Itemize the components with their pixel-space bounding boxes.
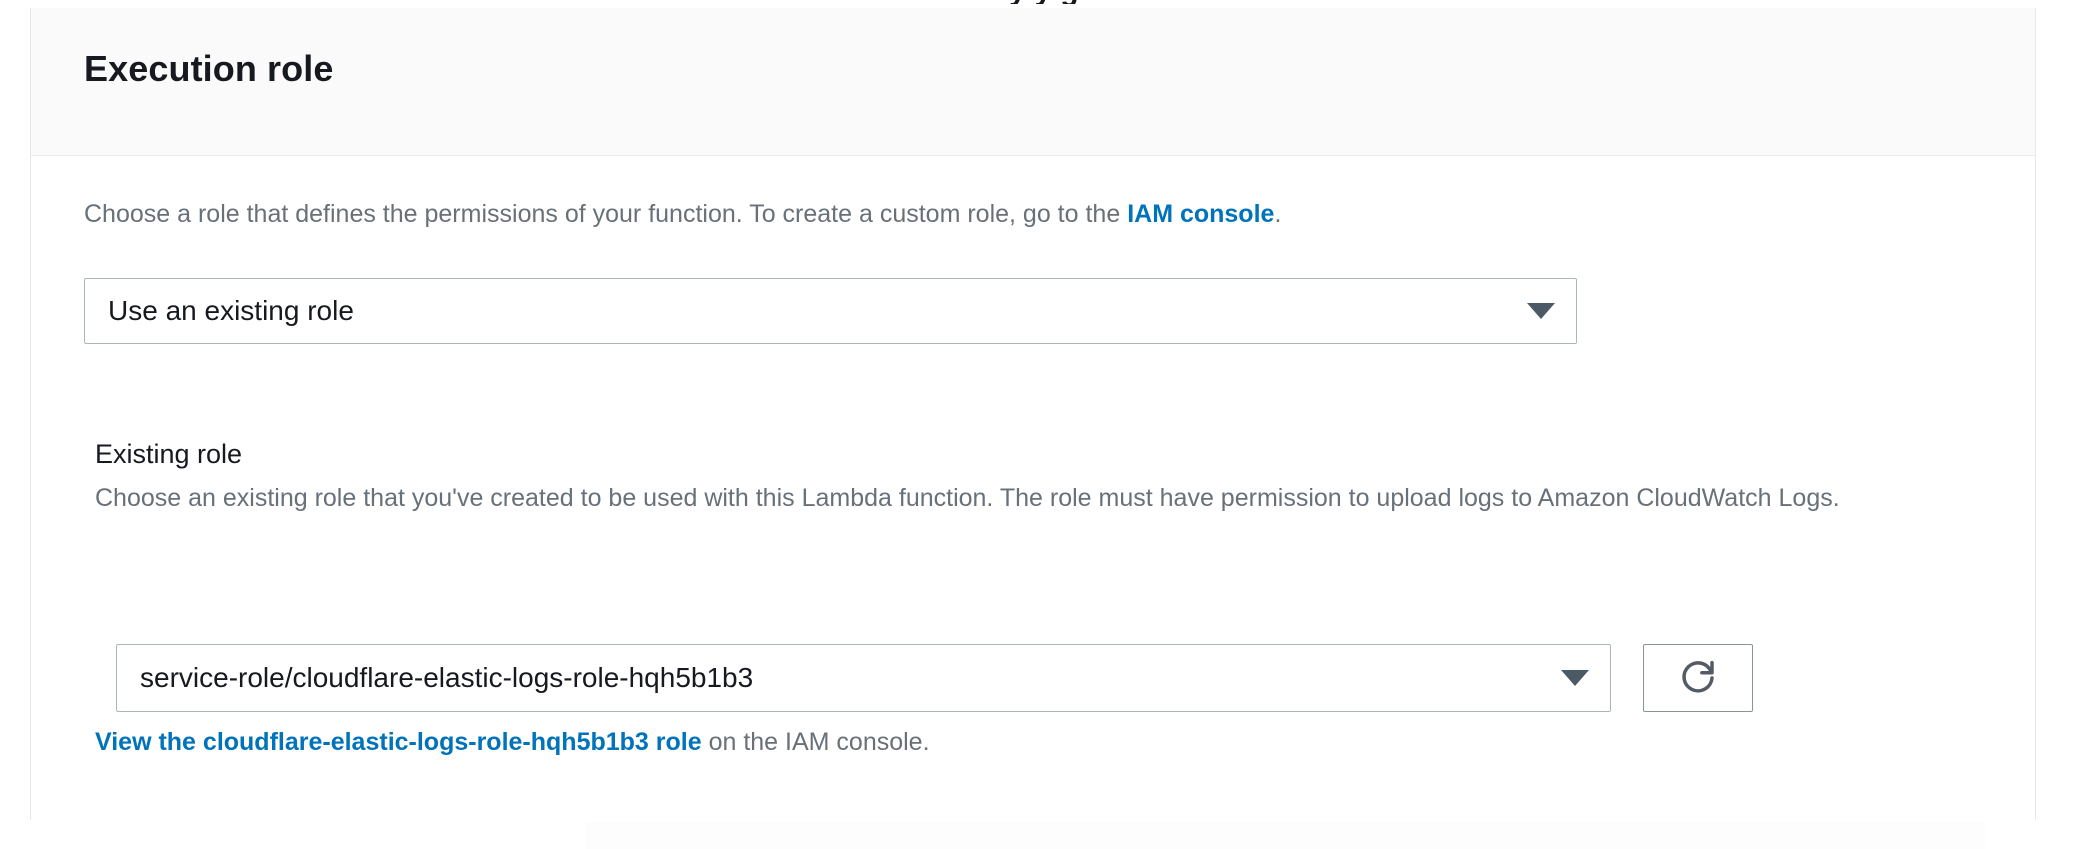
role-source-description: Choose a role that defines the permissio…: [84, 196, 1281, 232]
execution-role-card: Execution role Choose a role that define…: [30, 8, 2036, 820]
chevron-down-icon: [1540, 670, 1610, 686]
existing-role-description: Choose an existing role that you've crea…: [95, 484, 1840, 512]
role-source-description-text-after: .: [1274, 200, 1282, 228]
role-source-description-text-before: Choose a role that defines the permissio…: [84, 200, 1128, 228]
existing-role-label: Existing role: [95, 439, 243, 469]
existing-role-select-value: service-role/cloudflare-elastic-logs-rol…: [140, 662, 754, 693]
role-source-select-value: Use an existing role: [108, 295, 354, 326]
page-title: Execution role: [84, 48, 334, 89]
refresh-icon: [1677, 657, 1719, 699]
role-source-select[interactable]: Use an existing role: [84, 278, 1577, 344]
chevron-down-icon: [1506, 303, 1576, 319]
clipped-text-above-card: y y g: [0, 0, 2088, 4]
existing-role-select[interactable]: service-role/cloudflare-elastic-logs-rol…: [116, 644, 1611, 712]
card-header: Execution role: [31, 8, 2035, 156]
next-card-top-edge: [585, 822, 1985, 849]
card-body: Choose a role that defines the permissio…: [31, 156, 2035, 818]
view-role-footer-suffix: on the IAM console.: [701, 728, 930, 756]
iam-console-link[interactable]: IAM console: [1127, 200, 1275, 228]
view-role-link[interactable]: View the cloudflare-elastic-logs-role-hq…: [95, 728, 702, 756]
refresh-roles-button[interactable]: [1643, 644, 1753, 712]
view-role-footer: View the cloudflare-elastic-logs-role-hq…: [95, 724, 930, 760]
